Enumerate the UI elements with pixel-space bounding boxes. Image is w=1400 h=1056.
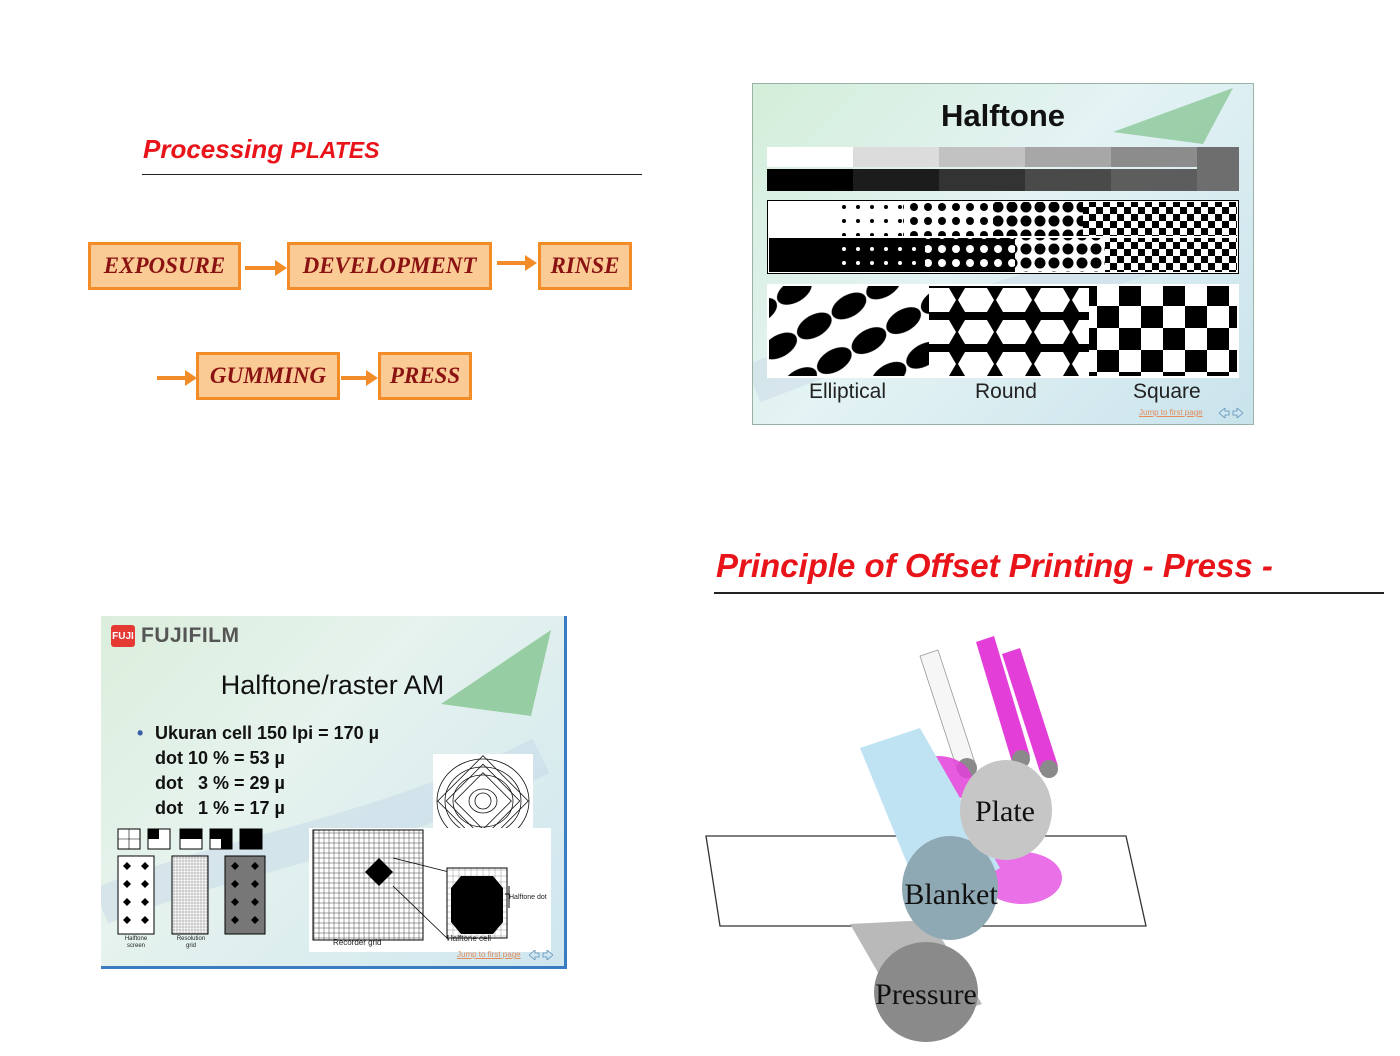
recorder-grid-diagram [309,828,551,952]
bullet-line: dot 10 % = 53 µ [155,748,285,768]
slide-title: Halftone/raster AM [220,670,445,700]
gray-tone-bands [767,147,1239,191]
arrow-right-icon [341,370,378,386]
label-halftone-cell: Halftone cell [447,934,492,943]
blanket-cylinder [860,728,1000,940]
bullet-icon: • [137,723,144,743]
plate-cylinder [960,760,1052,860]
processing-title-part2: PLATES [290,137,380,163]
fujifilm-logo-text: FUJIFILM [141,624,240,647]
bullet-line: dot 1 % = 17 µ [155,798,285,818]
label-round: Round [975,380,1037,403]
label-elliptical: Elliptical [809,380,887,403]
ink-film [982,852,1062,904]
fujifilm-slide: FUJI FUJIFILM Halftone/raster AM • Ukura… [101,616,567,969]
halftone-screen-diagrams [117,828,266,935]
step-exposure: EXPOSURE [88,242,241,290]
offset-printing-title: Principle of Offset Printing - Press - [716,547,1273,584]
offset-press-diagram: Plate Blanket Pressure [705,636,1147,1042]
label-halftone-dot: Halftone dot [509,894,547,901]
ink-rollers [976,636,1058,778]
label-square: Square [1133,380,1201,403]
title-underline [714,592,1384,594]
bullet-line: Ukuran cell 150 lpi = 170 µ [155,723,379,743]
prev-next-arrows-icon[interactable] [529,950,553,960]
fujifilm-logo-mark: FUJI [111,625,135,647]
prev-next-arrows-icon[interactable] [1219,408,1243,418]
halftone-slide: Halftone [752,83,1254,425]
jump-to-first-page-link[interactable]: Jump to first page [457,950,521,959]
processing-title-part1: Processing [143,134,284,164]
slide-title: Halftone [941,98,1065,133]
label-pressure: Pressure [875,978,977,1011]
jump-to-first-page-link[interactable]: Jump to first page [1139,408,1203,417]
step-rinse: RINSE [538,242,632,290]
dot-shape-samples [767,284,1239,378]
label-blanket: Blanket [904,878,998,911]
arrow-right-icon [245,260,287,276]
bullet-list: • Ukuran cell 150 lpi = 170 µ dot 10 % =… [137,721,379,821]
label-halftone-screen: Halftone screen [124,936,148,949]
fujifilm-logo: FUJI FUJIFILM [111,624,240,648]
arrow-right-icon [157,370,197,386]
step-development: DEVELOPMENT [287,242,492,290]
processing-title: Processing PLATES [143,134,379,165]
label-recorder-grid: Recorder grid [333,938,382,947]
bullet-line: dot 3 % = 29 µ [155,773,285,793]
title-underline [142,174,642,175]
label-plate: Plate [975,795,1035,828]
step-gumming: GUMMING [196,352,340,400]
dot-gradient-strip [767,200,1239,274]
step-press: PRESS [378,352,472,400]
arrow-right-icon [497,255,537,271]
pressure-cylinder [850,920,982,1042]
label-resolution-grid: Resolution grid [176,936,206,949]
